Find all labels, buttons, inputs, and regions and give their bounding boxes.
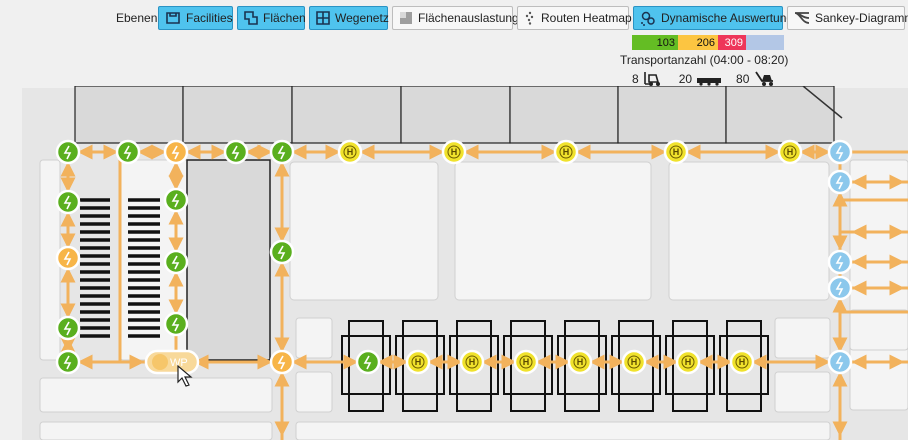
node-h-label: H — [415, 357, 422, 367]
blue-nodes — [827, 139, 853, 375]
transport-counts: 8 20 80 — [632, 71, 789, 87]
legend-value-high: 309 — [718, 35, 746, 50]
flaechen-label: Flächen — [263, 11, 306, 25]
routen-heatmap-label: Routen Heatmap — [541, 11, 632, 25]
node-yellow-h[interactable]: H — [621, 349, 647, 375]
legend-value-low: 103 — [632, 35, 678, 50]
node-h-label: H — [685, 357, 692, 367]
node-green[interactable] — [269, 239, 295, 265]
wegenetz-label: Wegenetz — [335, 11, 389, 25]
legend-value-none — [746, 35, 784, 50]
node-blue[interactable] — [827, 275, 853, 301]
forklift-icon — [643, 72, 660, 86]
node-yellow-h[interactable]: H — [337, 139, 363, 165]
network-grid-icon — [316, 11, 330, 25]
storage-block — [186, 159, 271, 361]
tugger-train-icon — [697, 78, 722, 86]
node-green[interactable] — [163, 187, 189, 213]
dynamic-analysis-icon — [641, 11, 655, 26]
node-orange[interactable] — [55, 245, 81, 271]
node-yellow-h[interactable]: H — [729, 349, 755, 375]
rack-hatching — [80, 198, 160, 338]
facilities-label: Facilities — [186, 11, 233, 25]
node-h-label: H — [631, 357, 638, 367]
path-arrows — [60, 144, 905, 437]
tugger-train-count: 20 — [678, 72, 693, 86]
routen-heatmap-button[interactable]: Routen Heatmap — [517, 6, 632, 30]
node-green[interactable] — [55, 315, 81, 341]
node-wp-label: WP — [170, 357, 188, 369]
node-green[interactable] — [269, 139, 295, 165]
flaechenauslastung-label: Flächenauslastung — [418, 11, 519, 25]
node-yellow-h[interactable]: H — [459, 349, 485, 375]
node-yellow-h[interactable]: H — [675, 349, 701, 375]
hand-pallet-truck-count: 80 — [736, 72, 750, 86]
transport-count-title: Transportanzahl (04:00 - 08:20) — [620, 53, 789, 67]
layers-label: Ebenen — [116, 11, 158, 25]
areas-icon — [244, 11, 258, 25]
node-yellow-h[interactable]: H — [513, 349, 539, 375]
toolbar: Ebenen Facilities Flächen Wegenetz Fläch… — [0, 0, 908, 138]
heatmap-dots-icon — [525, 11, 534, 25]
node-green[interactable] — [55, 139, 81, 165]
node-h-label: H — [451, 147, 458, 157]
factory-layout-map[interactable]: WP H H H H H H H H H H H H — [0, 86, 908, 440]
node-blue[interactable] — [827, 139, 853, 165]
node-yellow-h[interactable]: H — [441, 139, 467, 165]
facilities-icon — [166, 12, 180, 24]
node-green[interactable] — [55, 349, 81, 375]
hall-areas — [39, 159, 908, 440]
node-green[interactable] — [163, 249, 189, 275]
node-h-label: H — [739, 357, 746, 367]
node-h-label: H — [673, 147, 680, 157]
hand-pallet-truck-icon — [755, 71, 774, 86]
node-green[interactable] — [55, 189, 81, 215]
node-h-label: H — [563, 147, 570, 157]
node-orange[interactable] — [269, 349, 295, 375]
orange-nodes — [55, 139, 295, 375]
area-utilization-icon — [400, 12, 412, 24]
legend-value-mid: 206 — [678, 35, 718, 50]
wegenetz-button[interactable]: Wegenetz — [309, 6, 389, 30]
node-yellow-h[interactable]: H — [567, 349, 593, 375]
dynamische-auswertung-label: Dynamische Auswertung — [661, 11, 794, 25]
mouse-cursor-icon — [177, 364, 193, 387]
node-blue[interactable] — [827, 249, 853, 275]
sankey-diagramm-label: Sankey-Diagramm — [815, 11, 908, 25]
dynamische-auswertung-button[interactable]: Dynamische Auswertung — [633, 6, 793, 30]
forklift-count: 8 — [632, 72, 639, 86]
callout-leader-line — [801, 86, 843, 119]
count-legend-bar: 103 206 309 — [632, 35, 784, 50]
node-yellow-h[interactable]: H — [553, 139, 579, 165]
sankey-diagramm-button[interactable]: Sankey-Diagramm — [787, 6, 908, 30]
node-green[interactable] — [115, 139, 141, 165]
node-h-label: H — [469, 357, 476, 367]
node-wp[interactable]: WP — [144, 349, 200, 375]
flaechen-button[interactable]: Flächen — [237, 6, 306, 30]
node-yellow-h[interactable]: H — [777, 139, 803, 165]
sankey-icon — [794, 12, 810, 24]
node-blue[interactable] — [827, 349, 853, 375]
facilities-button[interactable]: Facilities — [158, 6, 233, 30]
node-h-label: H — [577, 357, 584, 367]
yellow-nodes: H H H H H H H H H H H H — [337, 139, 803, 375]
node-green[interactable] — [355, 349, 381, 375]
node-h-label: H — [787, 147, 794, 157]
flaechenauslastung-button[interactable]: Flächenauslastung — [392, 6, 519, 30]
node-h-label: H — [347, 147, 354, 157]
green-nodes — [55, 139, 381, 375]
node-orange[interactable] — [163, 139, 189, 165]
shelving-rows-top — [74, 86, 835, 144]
node-h-label: H — [523, 357, 530, 367]
node-green[interactable] — [223, 139, 249, 165]
node-yellow-h[interactable]: H — [405, 349, 431, 375]
node-blue[interactable] — [827, 169, 853, 195]
node-green[interactable] — [163, 311, 189, 337]
node-yellow-h[interactable]: H — [663, 139, 689, 165]
